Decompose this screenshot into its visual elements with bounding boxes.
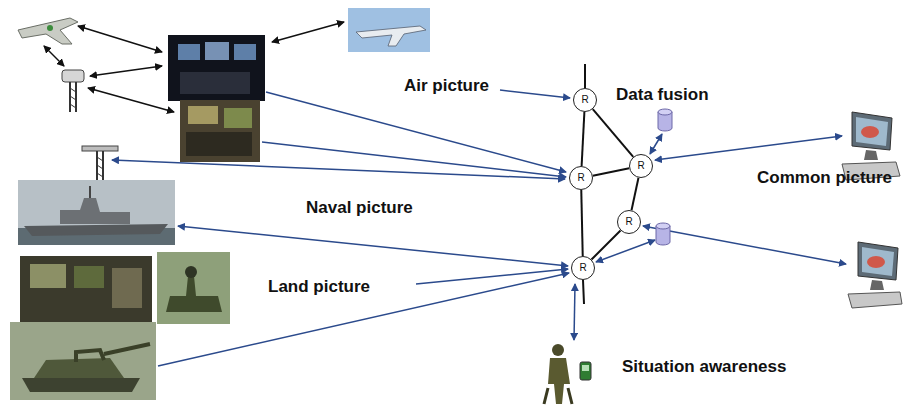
operations-room-photo xyxy=(180,100,260,162)
router-label: R xyxy=(637,161,644,171)
picture-label: Data fusion xyxy=(616,85,709,105)
radar-tower-icon xyxy=(62,70,84,112)
picture-label: Naval picture xyxy=(306,198,413,218)
control-room-photo xyxy=(168,35,265,101)
network-link xyxy=(581,190,582,256)
network-link xyxy=(593,168,629,175)
network-link xyxy=(632,178,639,211)
network-link xyxy=(593,109,633,157)
router-node: R xyxy=(571,256,595,280)
picture-label: Situation awareness xyxy=(622,357,786,377)
router-label: R xyxy=(577,173,584,183)
aircraft-photo xyxy=(348,8,430,52)
ship-photo xyxy=(18,180,175,245)
router-label: R xyxy=(581,95,588,105)
router-label: R xyxy=(625,217,632,227)
database-icon xyxy=(656,109,672,245)
picture-label: Common picture xyxy=(757,168,892,188)
jet-icon xyxy=(18,18,78,44)
land-vehicle-photo xyxy=(10,252,230,400)
feed-arrow xyxy=(112,90,846,366)
radar-tower-icon xyxy=(82,146,118,180)
router-node: R xyxy=(573,88,597,112)
picture-label: Land picture xyxy=(268,277,370,297)
picture-label: Air picture xyxy=(404,76,489,96)
router-node: R xyxy=(617,210,641,234)
router-node: R xyxy=(629,154,653,178)
link-arrow xyxy=(44,22,344,112)
router-label: R xyxy=(579,263,586,273)
computer-icon xyxy=(842,112,902,308)
network-link xyxy=(591,230,620,259)
network-link xyxy=(582,112,585,166)
soldier-icon xyxy=(544,344,591,404)
router-node: R xyxy=(569,166,593,190)
